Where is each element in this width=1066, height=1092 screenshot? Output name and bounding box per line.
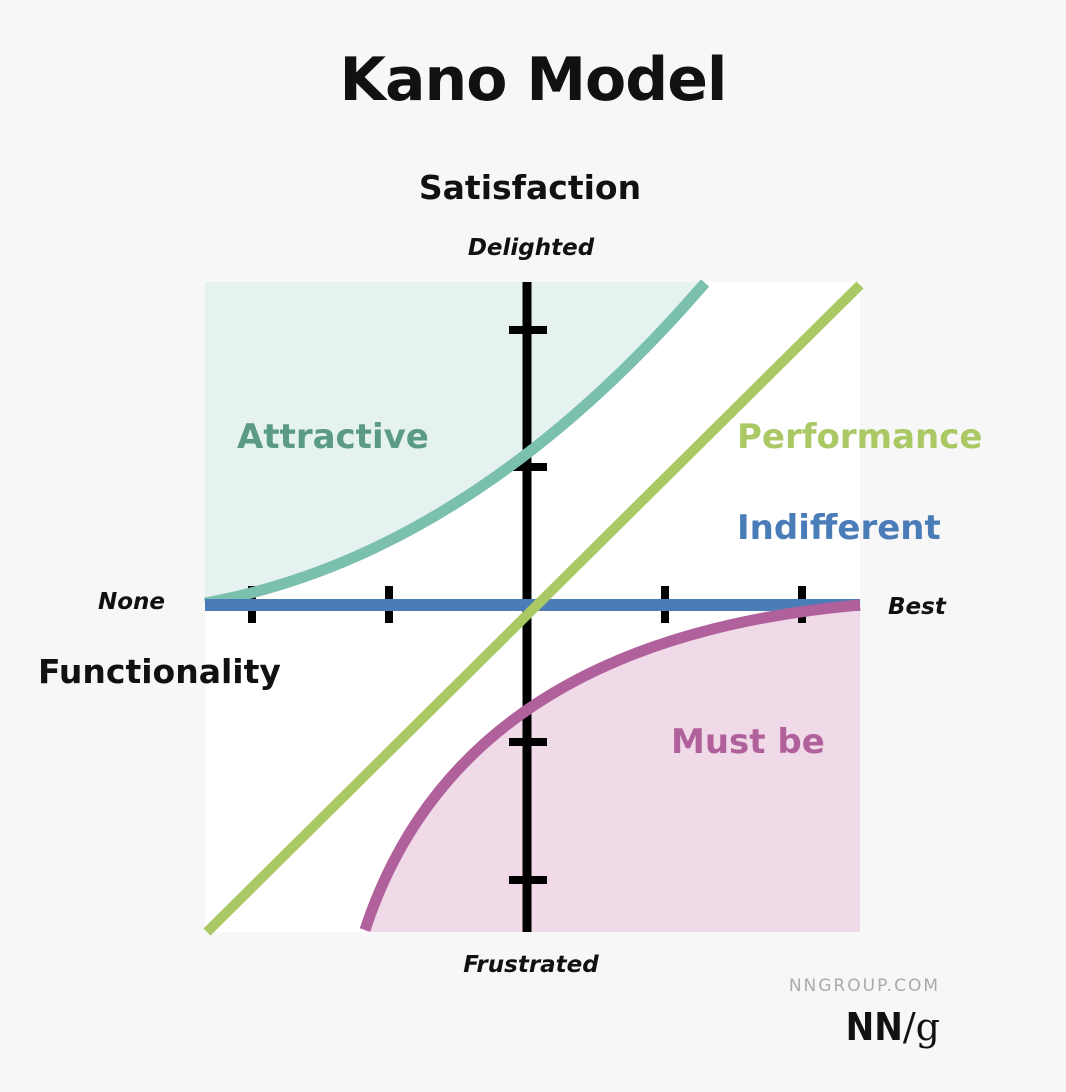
logo-slash: / [902, 1005, 916, 1049]
y-axis-label: Satisfaction [418, 168, 642, 207]
x-axis-left-label: None [98, 589, 166, 615]
performance-line [203, 281, 864, 936]
nng-logo: NN/g [780, 1005, 940, 1049]
logo-nn: NN [845, 1005, 903, 1049]
x-axis-label: Functionality [38, 652, 281, 691]
indifferent-label: Indifferent [737, 508, 941, 548]
must-be-curve [359, 599, 861, 932]
must-be-region-fill [365, 605, 860, 932]
attractive-label: Attractive [237, 417, 429, 457]
attractive-curve [204, 279, 710, 609]
site-url: NNGROUP.COM [788, 976, 940, 996]
performance-label: Performance [737, 417, 983, 457]
y-axis-bottom-label: Frustrated [463, 952, 599, 978]
x-axis-right-label: Best [888, 594, 946, 620]
attractive-region-fill [205, 282, 705, 603]
must-be-label: Must be [671, 722, 825, 762]
y-axis-top-label: Delighted [467, 235, 595, 261]
chart-title: Kano Model [339, 45, 728, 115]
logo-g: g [915, 1005, 940, 1049]
